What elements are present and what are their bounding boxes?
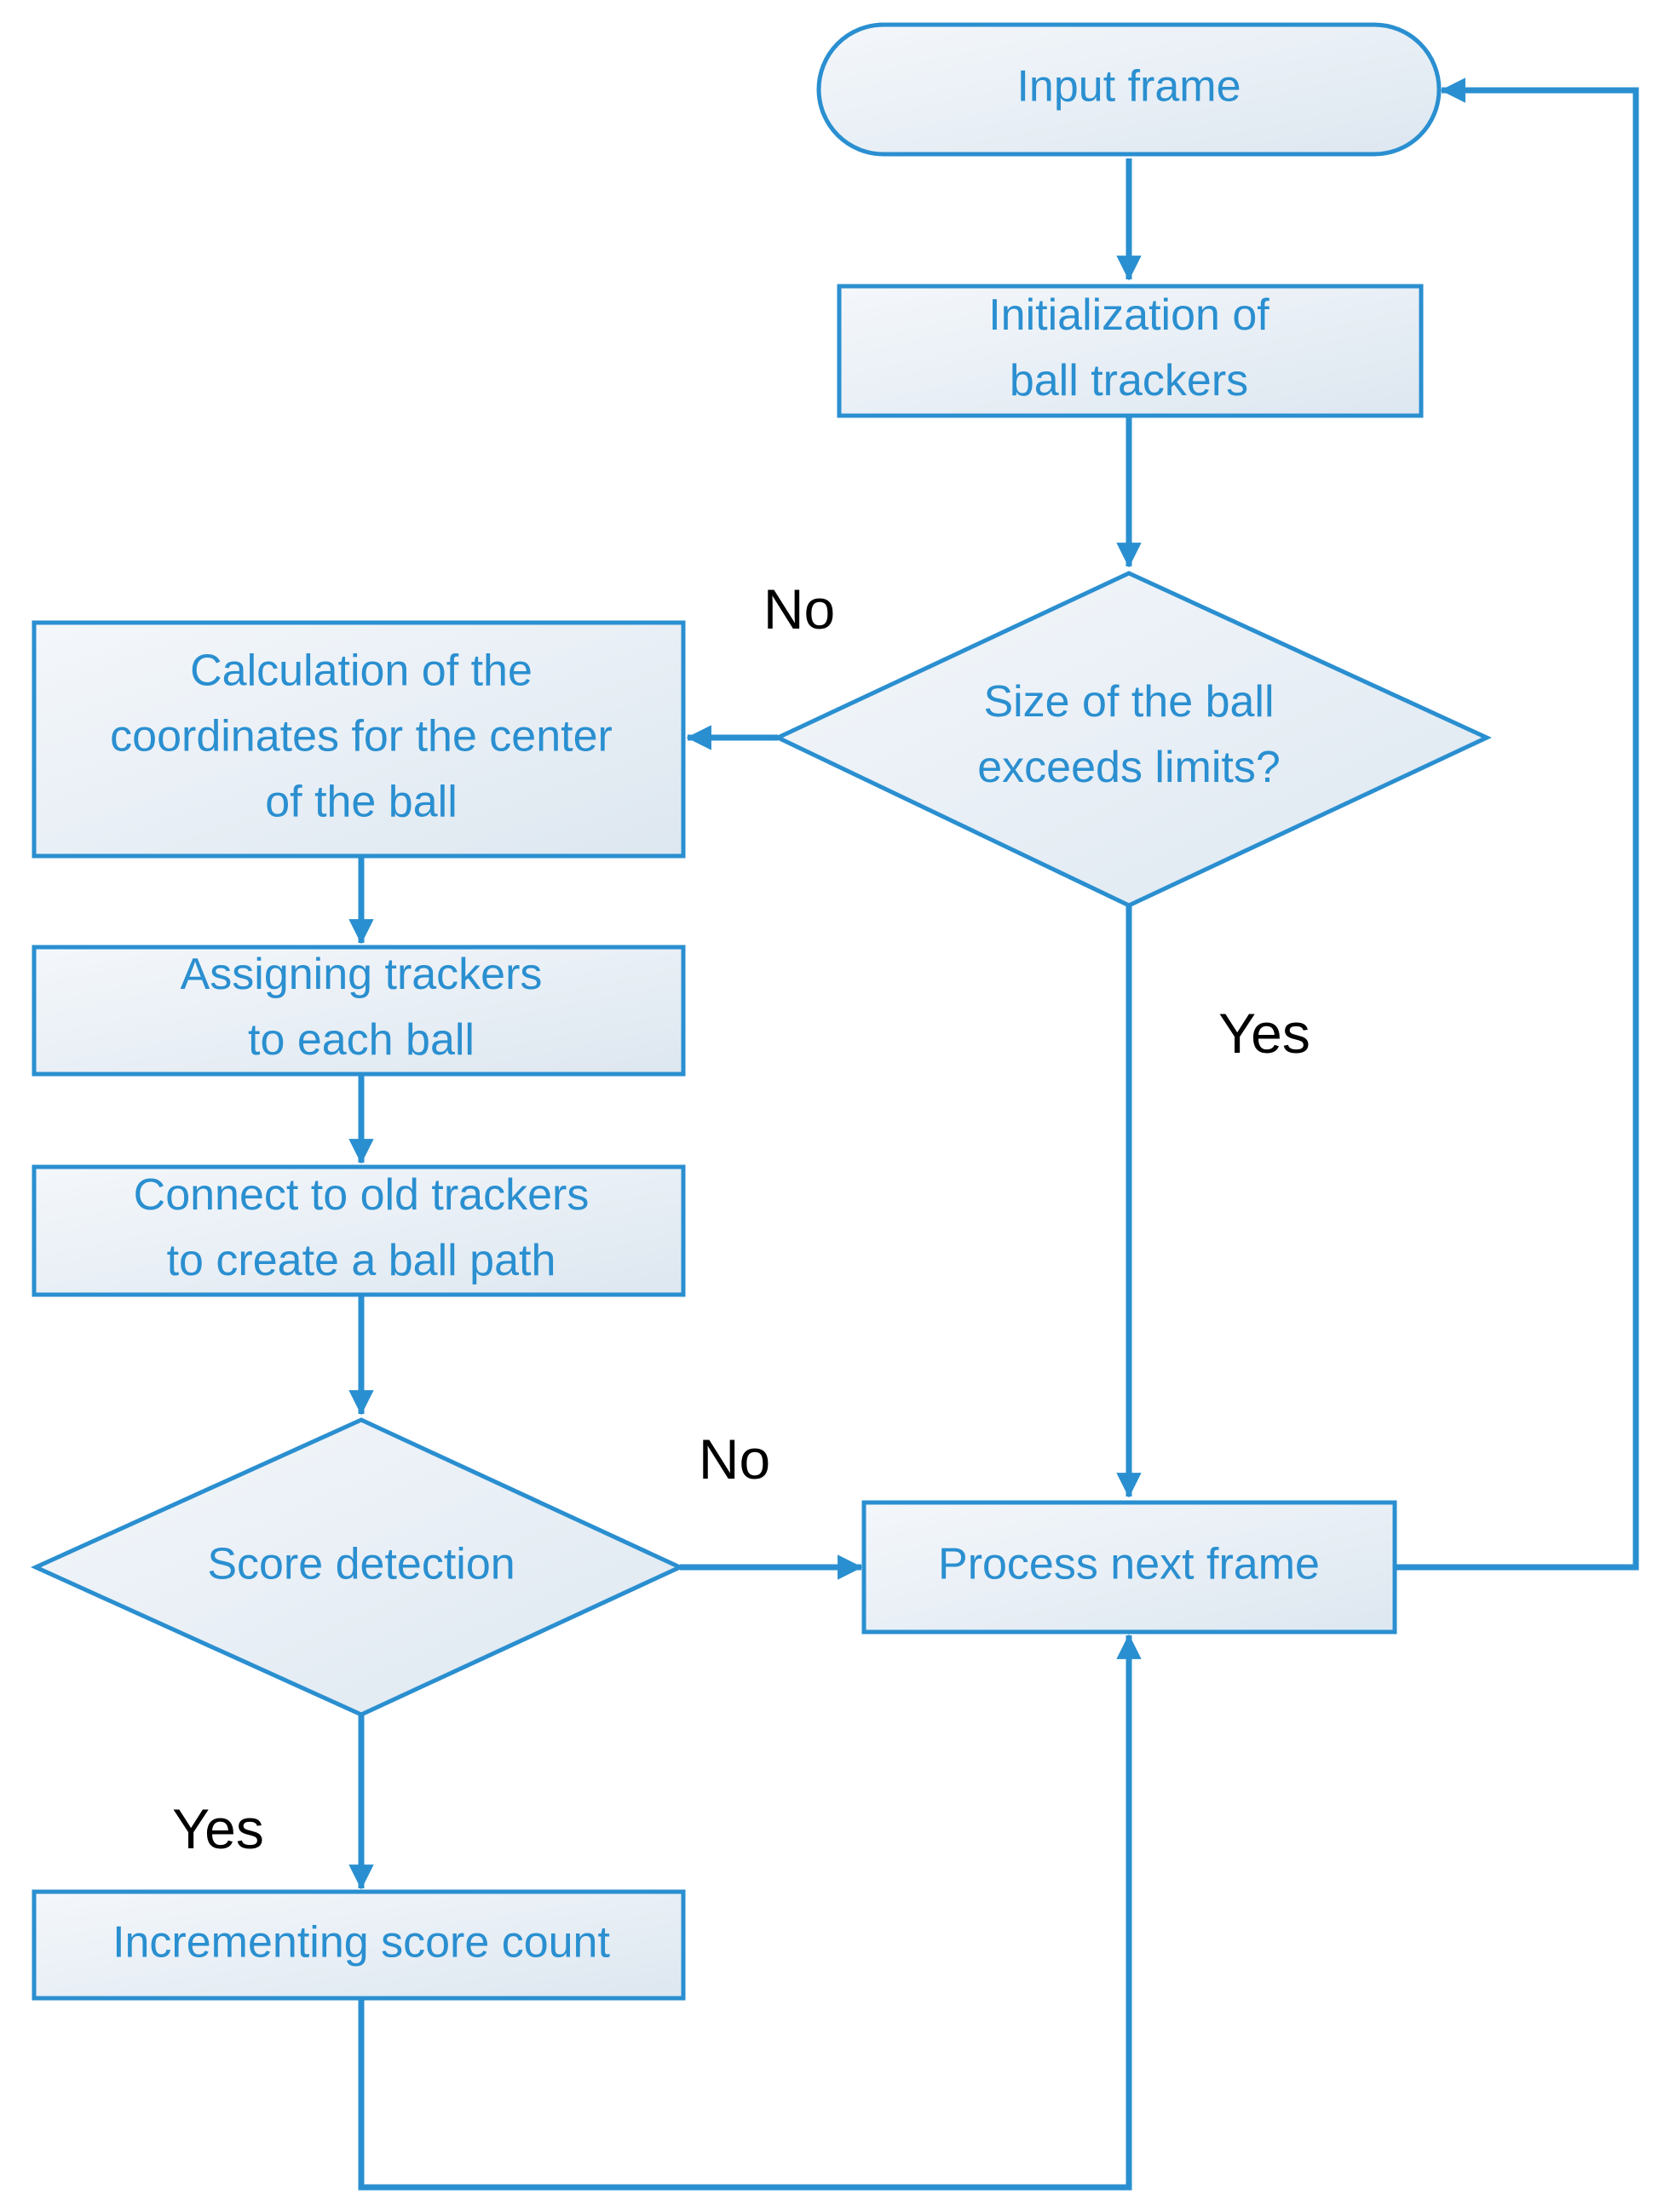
size-decision-line: exceeds limits? (977, 743, 1280, 792)
nodes: Input frame Initialization of ball tracke… (30, 22, 1492, 2001)
size-decision-line: Size of the ball (983, 677, 1274, 727)
node-calc-center: Calculation of the coordinates for the ce… (32, 620, 686, 859)
calc-center-shape (32, 620, 686, 859)
input-frame-shape (816, 22, 1442, 157)
increment-score-shape (32, 1889, 686, 2001)
init-trackers-line: Initialization of (988, 290, 1269, 340)
node-connect-trackers: Connect to old trackers to create a ball … (32, 1164, 686, 1297)
input-frame-line: Input frame (1016, 62, 1241, 112)
connect-trackers-label: Connect to old trackers to create a ball … (134, 1170, 590, 1285)
calc-center-line: of the ball (265, 778, 458, 827)
node-assign-trackers: Assigning trackers to each ball (32, 945, 686, 1077)
assign-trackers-shape (32, 945, 686, 1077)
calc-center-line: coordinates for the center (110, 712, 613, 761)
init-trackers-line: ball trackers (1010, 356, 1248, 405)
connect-trackers-shape (32, 1164, 686, 1297)
edge-increment-to-process (358, 1634, 1142, 2191)
score-no-label: No (699, 1428, 770, 1491)
edge-labels: No Yes No Yes (172, 577, 1310, 1860)
input-frame-label: Input frame (1016, 62, 1241, 112)
process-next-line: Process next frame (938, 1540, 1320, 1589)
calc-center-line: Calculation of the (190, 646, 533, 696)
node-process-next: Process next frame (861, 1500, 1397, 1635)
node-increment-score: Incrementing score count (32, 1889, 686, 2001)
init-trackers-shape (837, 284, 1424, 418)
score-detection-shape (30, 1417, 685, 1717)
node-input-frame: Input frame (816, 22, 1442, 157)
assign-trackers-label: Assigning trackers to each ball (181, 950, 543, 1065)
assign-trackers-line: to each ball (248, 1015, 475, 1065)
connect-trackers-line: to create a ball path (167, 1236, 556, 1285)
process-next-label: Process next frame (938, 1540, 1320, 1589)
edges (348, 78, 1639, 2191)
connect-trackers-line: Connect to old trackers (134, 1170, 590, 1220)
assign-trackers-line: Assigning trackers (181, 950, 543, 999)
size-decision-label: Size of the ball exceeds limits? (977, 677, 1280, 792)
size-yes-label: Yes (1218, 1002, 1310, 1065)
score-yes-label: Yes (172, 1797, 264, 1860)
increment-score-label: Incrementing score count (112, 1918, 610, 1968)
calc-center-label: Calculation of the coordinates for the ce… (110, 646, 613, 827)
score-detection-label: Score detection (207, 1540, 515, 1589)
size-no-label: No (763, 577, 835, 641)
node-init-trackers: Initialization of ball trackers (837, 284, 1424, 418)
increment-score-line: Incrementing score count (112, 1918, 610, 1968)
score-detection-line: Score detection (207, 1540, 515, 1589)
init-trackers-label: Initialization of ball trackers (988, 290, 1269, 405)
size-decision-shape (773, 571, 1492, 908)
process-next-shape (861, 1500, 1397, 1635)
node-score-detection: Score detection (30, 1417, 685, 1717)
node-size-decision: Size of the ball exceeds limits? (773, 571, 1492, 908)
edge-process-to-input (1395, 78, 1639, 1571)
